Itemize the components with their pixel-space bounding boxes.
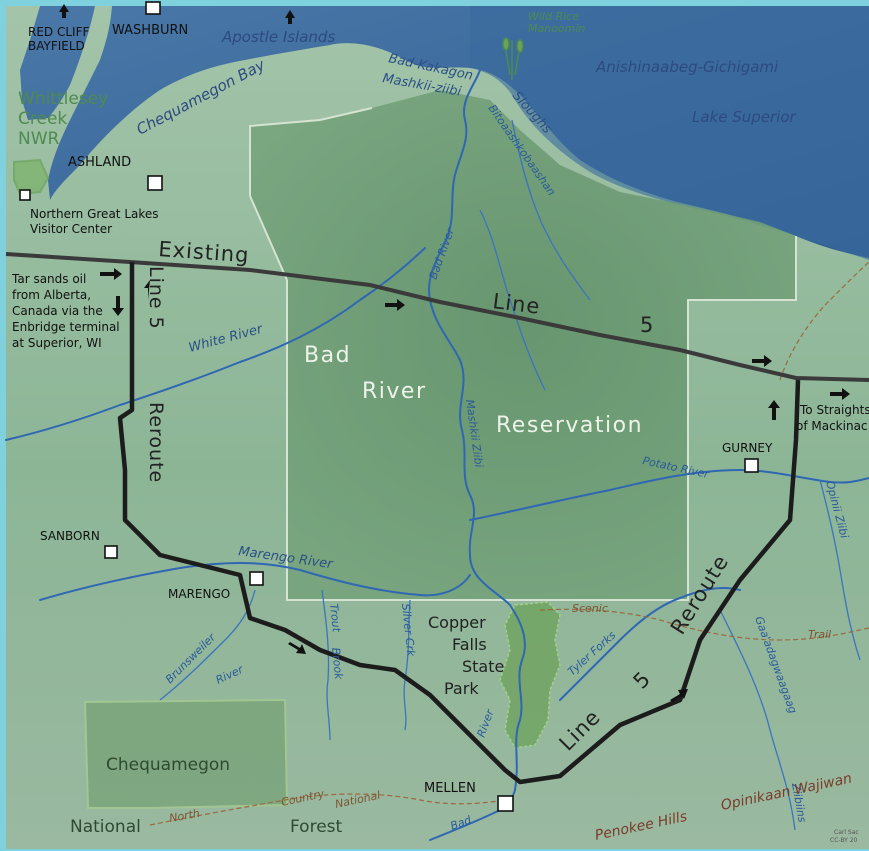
credit-line-1: Carl Sac — [834, 829, 859, 836]
reservation-boundary — [249, 107, 797, 601]
gaa-adagwaagaag-line — [719, 609, 796, 831]
marengo-river-line — [39, 562, 471, 601]
label-park-state: State — [462, 657, 504, 676]
label-trail-north: North — [168, 807, 201, 825]
washburn-marker — [145, 1, 161, 15]
north-country-trail — [149, 793, 506, 826]
town-washburn: WASHBURN — [112, 23, 188, 38]
east-trail — [539, 608, 869, 641]
town-sanborn: SANBORN — [40, 529, 100, 543]
town-markers — [19, 1, 759, 812]
label-wild-rice: Wild Rice — [528, 10, 579, 23]
label-manoomin: Manoomin — [528, 22, 585, 35]
label-nwr: NWR — [18, 129, 60, 149]
label-park-park: Park — [444, 679, 479, 698]
note-tar-sands-3: Canada via the — [12, 304, 103, 318]
note-tar-sands-1: Tar sands oil — [11, 272, 86, 286]
ashland-marker — [147, 175, 163, 191]
visitor-center-marker — [19, 189, 31, 201]
label-park-copper: Copper — [428, 613, 486, 632]
arrow-north-icon — [285, 10, 295, 24]
east-trail-north — [779, 261, 869, 381]
silver-crk-line — [403, 599, 411, 731]
reservation-area — [250, 90, 796, 600]
label-forest-forest: Forest — [290, 817, 343, 837]
label-reroute-w-line5: Line 5 — [145, 266, 167, 330]
town-mellen: MELLEN — [424, 781, 476, 796]
town-gurney: GURNEY — [722, 441, 773, 455]
note-tar-sands-5: at Superior, WI — [12, 336, 102, 350]
label-existing-5: 5 — [640, 313, 654, 337]
gurney-marker — [744, 458, 759, 473]
town-marengo: MARENGO — [168, 587, 230, 601]
bitoaashkobaashan-line — [511, 119, 591, 301]
label-forest-chequamegon: Chequamegon — [106, 755, 230, 775]
arrow-north-icon — [59, 4, 69, 18]
town-bayfield: BAYFIELD — [28, 39, 85, 53]
note-tar-sands-2: from Alberta, — [12, 288, 91, 302]
label-apostle-islands: Apostle Islands — [221, 28, 335, 46]
label-trail: Trail — [808, 628, 831, 641]
wild-rice-icon — [502, 37, 524, 80]
label-trail-scenic: Scenic — [572, 602, 608, 615]
town-red-cliff: RED CLIFF — [28, 25, 89, 39]
copper-falls-park-area — [499, 601, 561, 749]
label-lake-superior: Lake Superior — [692, 108, 797, 126]
label-existing-line: Line — [491, 289, 541, 319]
national-forest-area — [83, 698, 289, 809]
arrow-right-icon — [100, 268, 122, 280]
note-straights-2: of Mackinac — [796, 419, 868, 433]
trout-brook-line — [321, 589, 331, 741]
arrow-up-icon — [144, 280, 150, 300]
label-visitor-center-2: Visitor Center — [30, 222, 112, 236]
label-res-bad: Bad — [304, 343, 351, 368]
existing-line-5 — [5, 252, 869, 382]
line-5-reroute — [117, 262, 801, 785]
arrow-diag-icon — [288, 642, 306, 654]
arrow-right-icon — [830, 388, 850, 400]
label-trout: Trout — [327, 603, 343, 633]
label-park-falls: Falls — [452, 635, 487, 654]
potato-river-line — [469, 469, 869, 521]
label-res-river: River — [362, 379, 427, 404]
flow-arrows — [59, 4, 850, 702]
trail-network — [149, 261, 869, 826]
label-gichigami: Anishinaabeg-Gichigami — [595, 58, 779, 76]
tyler-forks-line — [559, 587, 741, 701]
label-visitor-center-1: Northern Great Lakes — [30, 207, 159, 221]
mashkii-ziibi-east — [479, 209, 546, 391]
arrow-up-icon — [768, 400, 780, 420]
opinii-ziibi-line — [819, 479, 861, 661]
whittlesey-nwr-area — [13, 158, 50, 196]
label-brook: Brook — [329, 647, 345, 681]
note-tar-sands-4: Enbridge terminal — [12, 320, 120, 334]
bad-river-main — [428, 69, 526, 791]
mellen-marker — [497, 795, 514, 812]
arrow-right-icon — [385, 299, 405, 311]
label-forest-national: National — [70, 817, 141, 837]
boundary-west — [249, 195, 288, 281]
arrow-diag-icon — [670, 689, 688, 702]
sanborn-marker — [104, 545, 118, 559]
label-silver-crk: Silver Crk — [399, 603, 418, 658]
note-straights-1: To Straights — [799, 403, 869, 417]
credit-line-2: CC-BY 20 — [830, 837, 858, 844]
lake-shore-east — [470, 6, 869, 260]
arrow-down-icon — [112, 296, 124, 316]
label-whittlesey: Whittlesey — [18, 89, 108, 109]
town-ashland: ASHLAND — [68, 155, 131, 170]
label-creek: Creek — [18, 109, 67, 129]
label-reroute-w-reroute: Reroute — [145, 402, 167, 483]
arrow-right-icon — [752, 355, 772, 367]
marengo-marker — [249, 571, 264, 586]
label-res-reservation: Reservation — [496, 413, 643, 438]
